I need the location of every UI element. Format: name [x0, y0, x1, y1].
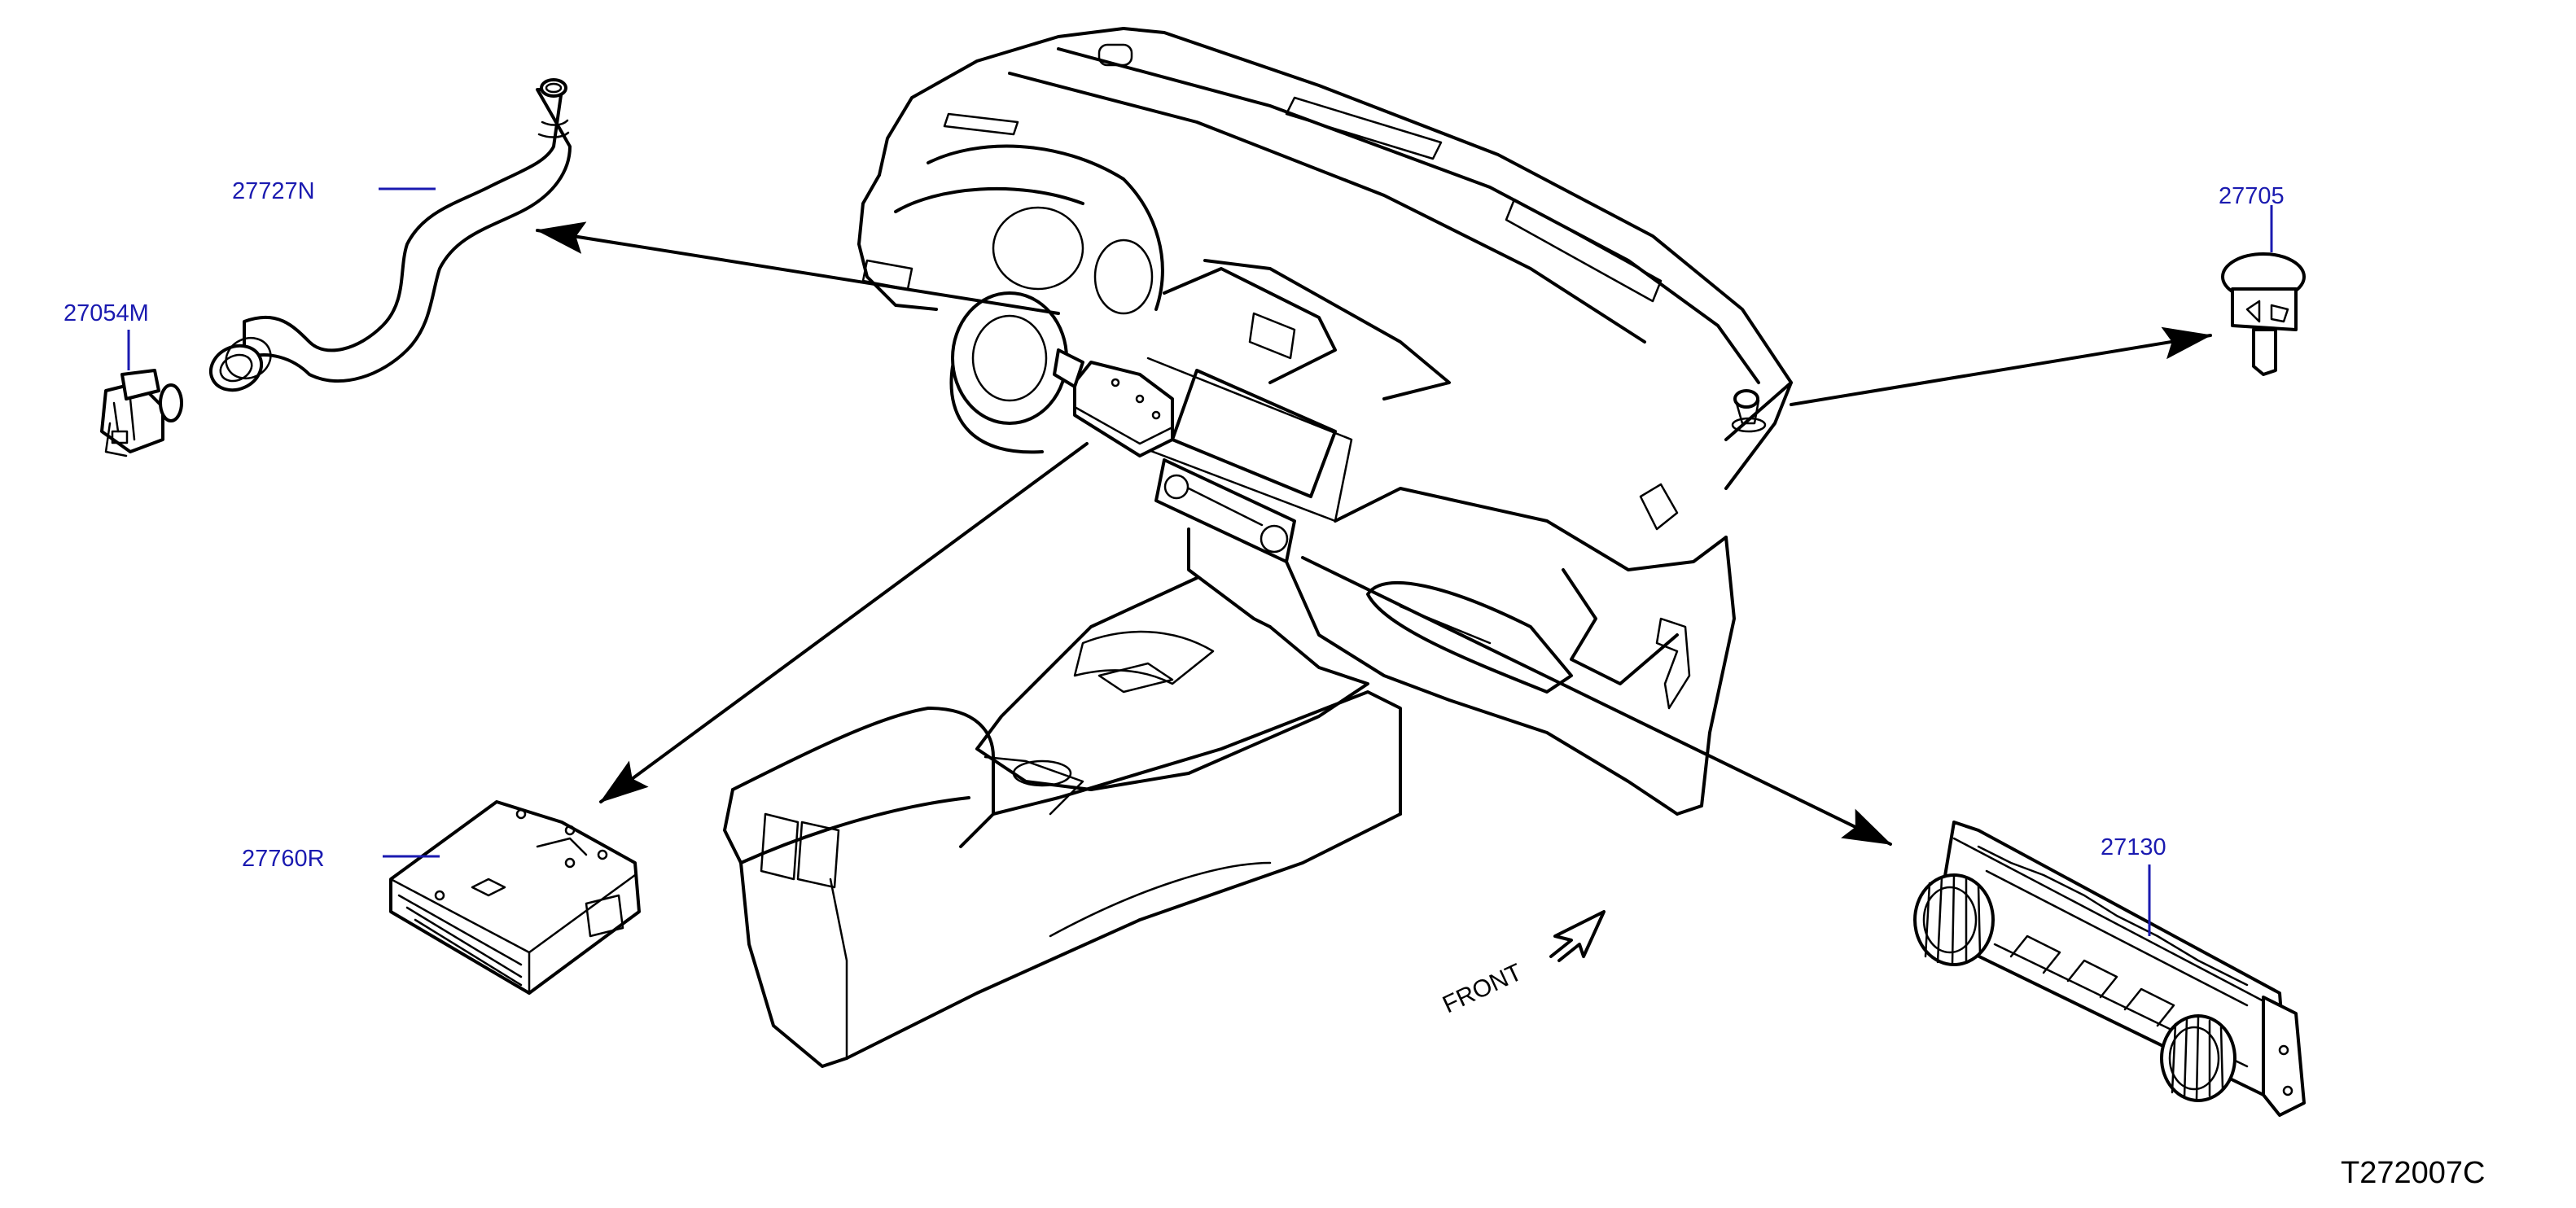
dashboard-illustration: [723, 27, 1793, 1068]
front-direction-arrow: [1549, 910, 1606, 962]
diagram-code: T272007C: [2341, 1156, 2485, 1190]
leader-lines: [127, 187, 2273, 936]
part-27054M-sensor[interactable]: [100, 369, 183, 457]
label-27130[interactable]: 27130: [2101, 834, 2166, 860]
part-27727N-hose[interactable]: [204, 78, 572, 398]
arrow-to-27760R: [599, 442, 1089, 803]
callout-arrows: [536, 221, 2212, 846]
label-27727N[interactable]: 27727N: [232, 178, 315, 204]
module-on-dash: [1053, 348, 1174, 457]
arrow-to-27130: [1301, 556, 1892, 846]
label-27760R[interactable]: 27760R: [242, 846, 325, 872]
arrow-to-27727N: [536, 221, 1060, 315]
label-27705[interactable]: 27705: [2219, 183, 2285, 209]
part-27705-sensor[interactable]: [1731, 252, 2306, 433]
part-27130-hvac-control[interactable]: [1913, 821, 2306, 1117]
front-label: FRONT: [1439, 959, 1527, 1019]
part-27760R-module[interactable]: [389, 800, 641, 995]
arrow-to-27705: [1790, 326, 2212, 406]
label-27054M[interactable]: 27054M: [64, 300, 149, 326]
